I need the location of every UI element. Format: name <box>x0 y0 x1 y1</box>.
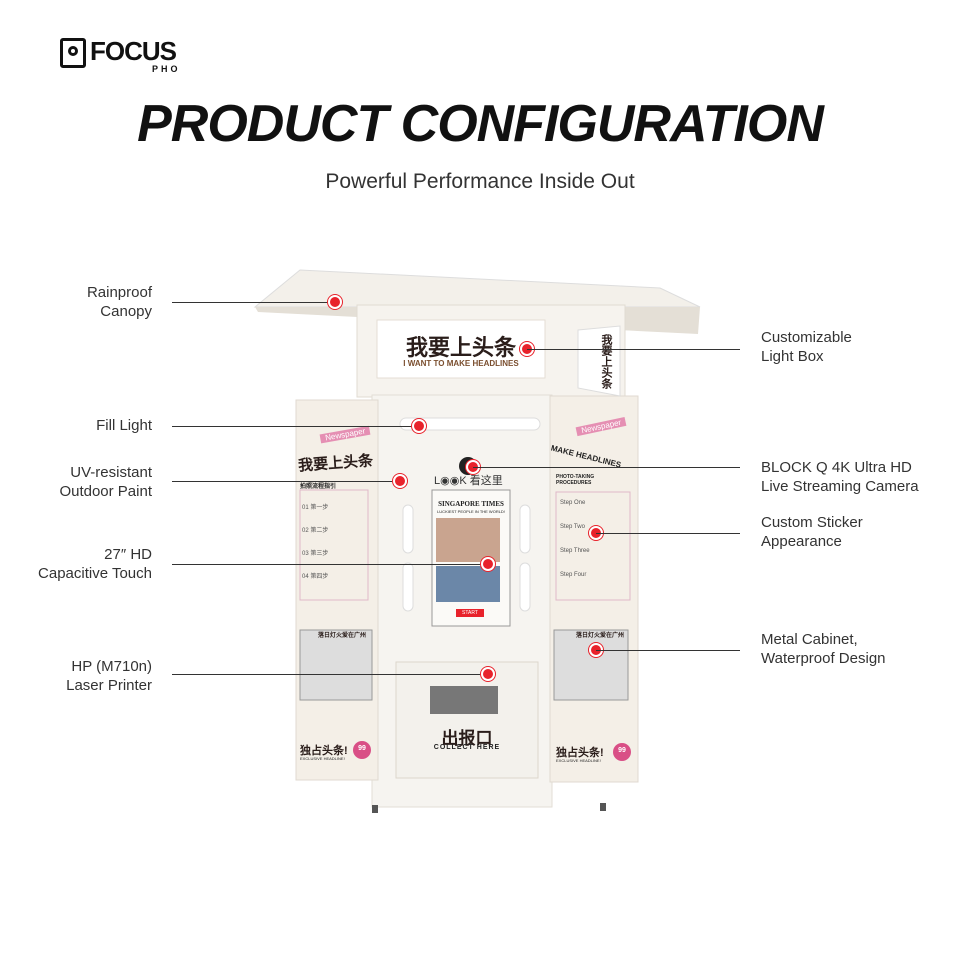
right-procedure-title: PHOTO-TAKING PROCEDURES <box>556 474 595 486</box>
right-exclusive-cn: 独占头条! <box>556 747 604 759</box>
leader-line <box>172 302 334 303</box>
left-news-headline: 落日灯火爱在广州 <box>318 633 367 639</box>
left-step: 02 第二步 <box>302 528 329 534</box>
page-subtitle: Powerful Performance Inside Out <box>325 170 635 193</box>
left-steps: 01 第一步 02 第二步 03 第三步 04 第四步 <box>302 502 328 594</box>
callout-camera: BLOCK Q 4K Ultra HD Live Streaming Camer… <box>761 459 919 495</box>
left-step: 01 第一步 <box>302 505 329 511</box>
left-exclusive-cn: 独占头条! <box>300 745 348 757</box>
callout-sticker: Custom Sticker Appearance <box>761 514 863 550</box>
callout-marker-icon <box>481 557 495 571</box>
left-price-badge: 99 <box>358 745 366 752</box>
camera-logo-icon <box>60 38 86 68</box>
callout-marker-icon <box>481 667 495 681</box>
left-step: 03 第三步 <box>302 551 329 557</box>
leader-line <box>473 467 740 468</box>
side-lightbox-cn: 我要上头条 <box>600 334 612 389</box>
callout-metal-cabinet: Metal Cabinet, Waterproof Design <box>761 631 886 667</box>
leader-line <box>172 481 400 482</box>
leader-line <box>172 674 488 675</box>
callout-capacitive-touch: 27″ HD Capacitive Touch <box>38 546 152 582</box>
right-news-headline: 落日灯火爱在广州 <box>576 633 625 639</box>
outlet-label-en: COLLECT HERE <box>433 744 501 751</box>
leader-line <box>527 349 740 350</box>
page-title: PRODUCT CONFIGURATION <box>137 95 824 153</box>
callout-marker-icon <box>328 295 342 309</box>
callout-uv-paint: UV-resistant Outdoor Paint <box>59 464 152 500</box>
logo-text: FOCUS <box>90 36 177 66</box>
brand-logo: FOCUS PHO <box>60 36 200 80</box>
screen-header: SINGAPORE TIMES <box>438 500 504 508</box>
left-procedure-title: 拍照流程指引 <box>300 484 337 490</box>
callout-rainproof-canopy: Rainproof Canopy <box>86 284 152 320</box>
lightbox-title-en: I WANT TO MAKE HEADLINES <box>403 359 519 368</box>
leader-line <box>172 426 418 427</box>
logo-subtext: PHO <box>152 64 181 74</box>
screen-start-button[interactable]: START <box>456 609 484 617</box>
leader-line <box>596 650 740 651</box>
callout-laser-printer: HP (M710n) Laser Printer <box>66 658 152 694</box>
right-steps: Step One Step Two Step Three Step Four <box>560 500 590 596</box>
lightbox-title-cn: 我要上头条 <box>405 335 516 360</box>
right-step: Step Four <box>560 572 587 578</box>
leader-line <box>596 533 740 534</box>
right-step: Step Three <box>560 548 590 554</box>
leader-line <box>172 564 488 565</box>
right-exclusive-en: EXCLUSIVE HEADLINE! <box>556 758 601 763</box>
left-step: 04 第四步 <box>302 574 329 580</box>
left-exclusive-en: EXCLUSIVE HEADLINE! <box>300 756 345 761</box>
callout-fill-light: Fill Light <box>96 417 152 434</box>
callout-light-box: Customizable Light Box <box>761 329 852 365</box>
right-step: Step One <box>560 500 586 506</box>
right-step: Step Two <box>560 524 585 530</box>
look-here-label: L◉◉K 看这里 <box>434 475 503 487</box>
callout-marker-icon <box>412 419 426 433</box>
right-price-badge: 99 <box>618 747 626 754</box>
screen-subheader: LUCKIEST PEOPLE IN THE WORLD! <box>437 509 505 514</box>
outlet-label-cn: 出报口 <box>441 729 493 748</box>
callout-marker-icon <box>393 474 407 488</box>
